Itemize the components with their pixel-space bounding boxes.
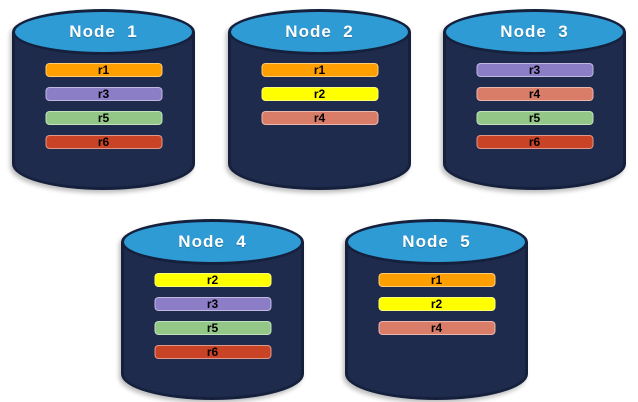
node-title: Node 4	[178, 232, 247, 251]
replica-bar: r6	[45, 135, 162, 149]
replica-bar: r6	[476, 135, 593, 149]
replica-label: r2	[430, 297, 443, 311]
replica-bar: r4	[378, 321, 495, 335]
replica-label: r6	[528, 135, 541, 149]
replica-label: r2	[206, 273, 219, 287]
replica-bar-list: r1 r3 r5 r6	[45, 63, 162, 149]
cylinder-top-ellipse: Node 2	[228, 9, 411, 55]
replica-bar: r4	[476, 87, 593, 101]
database-node-cylinder: Node 1 r1 r3 r5 r6	[12, 9, 195, 190]
node-title: Node 5	[402, 232, 471, 251]
replica-bar: r1	[261, 63, 378, 77]
node-title: Node 1	[69, 22, 138, 41]
replica-label: r5	[97, 111, 110, 125]
replica-label: r3	[97, 87, 110, 101]
replica-label: r3	[528, 63, 541, 77]
replica-bar-list: r1 r2 r4	[378, 273, 495, 335]
replica-bar: r3	[45, 87, 162, 101]
replica-label: r6	[206, 345, 219, 359]
replica-label: r4	[313, 111, 326, 125]
replica-bar: r5	[45, 111, 162, 125]
replica-bar-list: r2 r3 r5 r6	[154, 273, 271, 359]
replica-bar: r2	[154, 273, 271, 287]
replica-bar: r3	[476, 63, 593, 77]
node-title: Node 2	[285, 22, 354, 41]
replica-bar: r5	[476, 111, 593, 125]
cylinder-top-ellipse: Node 4	[121, 219, 304, 265]
replica-bar: r2	[261, 87, 378, 101]
replica-label: r6	[97, 135, 110, 149]
cylinder-top-ellipse: Node 1	[12, 9, 195, 55]
replica-bar: r4	[261, 111, 378, 125]
cylinder-top-ellipse: Node 3	[443, 9, 626, 55]
replica-label: r1	[313, 63, 326, 77]
replica-label: r2	[313, 87, 326, 101]
replica-bar: r5	[154, 321, 271, 335]
replica-label: r1	[430, 273, 443, 287]
replica-bar-list: r3 r4 r5 r6	[476, 63, 593, 149]
replica-label: r4	[430, 321, 443, 335]
node-title: Node 3	[500, 22, 569, 41]
replica-label: r4	[528, 87, 541, 101]
cylinder-top-ellipse: Node 5	[345, 219, 528, 265]
replica-label: r1	[97, 63, 110, 77]
replica-bar: r3	[154, 297, 271, 311]
replica-bar: r6	[154, 345, 271, 359]
replica-bar: r1	[378, 273, 495, 287]
replica-bar: r1	[45, 63, 162, 77]
database-node-cylinder: Node 2 r1 r2 r4	[228, 9, 411, 190]
replica-label: r3	[206, 297, 219, 311]
database-node-cylinder: Node 4 r2 r3 r5 r6	[121, 219, 304, 400]
database-node-cylinder: Node 3 r3 r4 r5 r6	[443, 9, 626, 190]
database-node-cylinder: Node 5 r1 r2 r4	[345, 219, 528, 400]
replica-bar: r2	[378, 297, 495, 311]
replica-bar-list: r1 r2 r4	[261, 63, 378, 125]
replica-label: r5	[206, 321, 219, 335]
replica-label: r5	[528, 111, 541, 125]
